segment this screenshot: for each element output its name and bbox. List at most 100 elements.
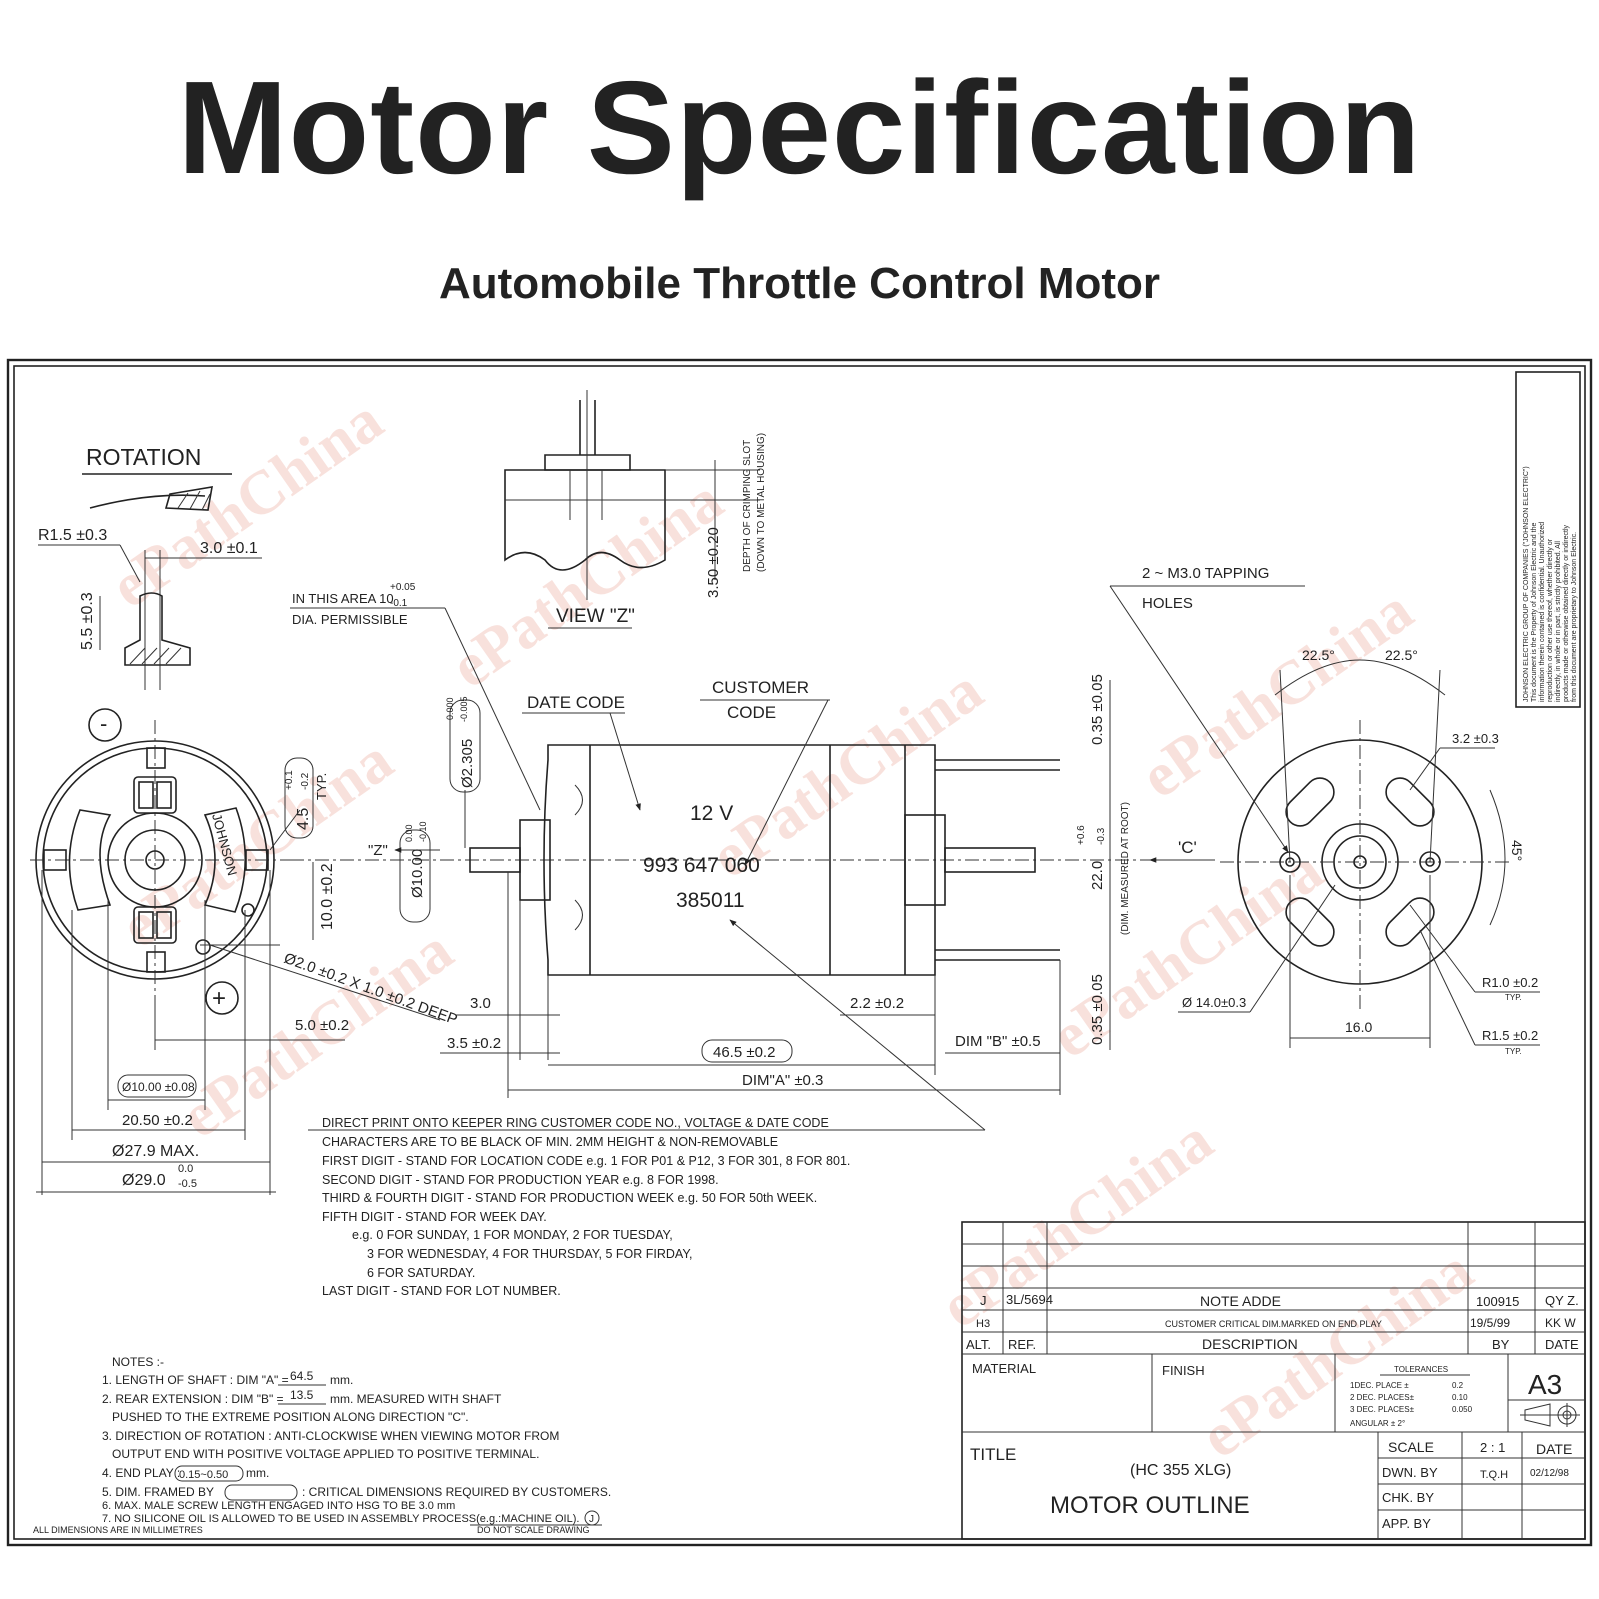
title-block: J 3L/5694 NOTE ADDE 100915 QY Z. H3 CUST… (961, 1221, 1586, 1540)
dim-boss-up: 0.00 (404, 824, 414, 842)
dim-r15: R1.5 ±0.3 (38, 527, 107, 544)
date-code-label: DATE CODE (527, 693, 625, 712)
dim-27-9: Ø27.9 MAX. (112, 1143, 199, 1160)
dim-3-5: 3.5 ±0.2 (447, 1035, 501, 1052)
terminal-minus: - (100, 711, 107, 736)
watermark-text: ePathChina (929, 1106, 1225, 1342)
note-1-value: 64.5 (290, 1369, 314, 1383)
tolerance-2: 2 DEC. PLACES± (1350, 1393, 1415, 1402)
area-note-1: IN THIS AREA 10 (292, 591, 394, 606)
tolerances-title: TOLERANCES (1394, 1365, 1448, 1374)
approved-by-label: APP. BY (1382, 1516, 1431, 1531)
code-note-line: 6 FOR SATURDAY. (367, 1266, 475, 1280)
drawing-frame (6, 358, 1593, 1547)
dim-0-35-bottom: 0.35 ±0.05 (1089, 974, 1106, 1045)
dim-5-5: 5.5 ±0.3 (79, 592, 96, 650)
dim-4-5: 4.5 (295, 808, 312, 830)
dim-root-note: (DIM. MEASURED AT ROOT) (1120, 802, 1131, 935)
code-note-line: SECOND DIGIT - STAND FOR PRODUCTION YEAR… (322, 1173, 719, 1187)
ref-j: 3L/5694 (1006, 1292, 1053, 1307)
dim-angle-45: 45° (1509, 840, 1525, 861)
dim-shaft-dia: Ø2.305 (459, 739, 476, 788)
header-date: DATE (1545, 1337, 1579, 1352)
dim-16-0: 16.0 (1345, 1019, 1372, 1035)
dim-3-50: 3.50 ±0.20 (705, 527, 722, 598)
tolerance-2-value: 0.10 (1452, 1393, 1468, 1402)
dim-r1-0: R1.0 ±0.2 (1482, 975, 1538, 990)
customer-code-label-1: CUSTOMER (712, 678, 809, 697)
desc-j: NOTE ADDE (1200, 1293, 1281, 1309)
general-notes: NOTES :- 1. LENGTH OF SHAFT : DIM "A" = … (33, 1355, 611, 1535)
view-z-label: VIEW "Z" (556, 606, 635, 627)
area-note-up: +0.05 (390, 582, 416, 593)
marking-voltage: 12 V (690, 802, 733, 825)
view-z-detail: 3.50 ±0.20 DEPTH OF CRIMPING SLOT (DOWN … (504, 390, 767, 629)
crimp-note-1: DEPTH OF CRIMPING SLOT (742, 440, 753, 572)
dim-22-0-dn: -0.3 (1096, 827, 1107, 845)
note-2-value: 13.5 (290, 1388, 314, 1402)
dim-typ: TYP. (314, 773, 329, 800)
page-title: Motor Specification (177, 54, 1422, 201)
copyright-line: JOHNSON ELECTRIC GROUP OF COMPANIES ("JO… (1523, 466, 1530, 702)
date-h: KK W (1545, 1316, 1576, 1330)
dim-20-50: 20.50 ±0.2 (122, 1112, 193, 1129)
dim-angle-22-5-left: 22.5° (1302, 647, 1335, 663)
drawn-by-value: T.Q.H (1480, 1469, 1508, 1481)
note-4-value: 0.15~0.50 (179, 1469, 228, 1481)
note-4: 4. END PLAY : (102, 1466, 180, 1480)
copyright-box: JOHNSON ELECTRIC GROUP OF COMPANIES ("JO… (1515, 371, 1581, 708)
marking-lot: 385011 (676, 889, 745, 912)
watermark-text: ePathChina (99, 386, 395, 622)
dim-a: DIM"A" ±0.3 (742, 1072, 823, 1089)
dim-0-35-top: 0.35 ±0.05 (1089, 674, 1106, 745)
copyright-line: information therein contained is confide… (1539, 522, 1546, 702)
dim-29-0: Ø29.0 (122, 1172, 166, 1189)
dim-29-0-up: 0.0 (178, 1163, 193, 1175)
dim-10-0: 10.0 ±0.2 (319, 863, 336, 930)
dim-3-0-side: 3.0 (470, 995, 491, 1012)
dim-46-5: 46.5 ±0.2 (713, 1044, 775, 1061)
code-note-line: 3 FOR WEDNESDAY, 4 FOR THURSDAY, 5 FOR F… (367, 1247, 693, 1261)
note-3b: OUTPUT END WITH POSITIVE VOLTAGE APPLIED… (112, 1447, 539, 1461)
copyright-line: reproduction or other use thereof, wheth… (1547, 538, 1554, 702)
scale-value: 2 : 1 (1480, 1440, 1505, 1455)
dim-dia-14: Ø 14.0±0.3 (1182, 995, 1246, 1010)
code-note-line: FIRST DIGIT - STAND FOR LOCATION CODE e.… (322, 1154, 850, 1168)
tapping-note-2: HOLES (1142, 595, 1193, 612)
marking-code: 993 647 060 (643, 854, 760, 877)
note-6: 6. MAX. MALE SCREW LENGTH ENGAGED INTO H… (102, 1500, 455, 1512)
page-subtitle: Automobile Throttle Control Motor (439, 259, 1160, 308)
dim-4-5-tol-dn: -0.2 (300, 772, 311, 790)
code-note-line: LAST DIGIT - STAND FOR LOT NUMBER. (322, 1284, 561, 1298)
model-number: (HC 355 XLG) (1130, 1462, 1231, 1479)
dim-shaft-up: 0.000 (445, 697, 455, 720)
drawing-name: MOTOR OUTLINE (1050, 1492, 1250, 1519)
note-1-unit: mm. (330, 1373, 353, 1387)
drawing-inner-frame (13, 365, 1586, 1540)
crimp-note-2: (DOWN TO METAL HOUSING) (756, 433, 767, 572)
note-2b: PUSHED TO THE EXTREME POSITION ALONG DIR… (112, 1410, 469, 1424)
dim-3-2: 3.2 ±0.3 (1452, 731, 1499, 746)
scale-label: SCALE (1388, 1439, 1434, 1455)
title-label: TITLE (970, 1445, 1016, 1464)
view-arrow-z: "Z" (368, 842, 388, 859)
dim-b: DIM "B" ±0.5 (955, 1033, 1041, 1050)
date-code-notes: DIRECT PRINT ONTO KEEPER RING CUSTOMER C… (308, 1116, 985, 1298)
dim-5-0: 5.0 ±0.2 (295, 1017, 349, 1034)
notes-title: NOTES :- (112, 1355, 164, 1369)
area-note-2: DIA. PERMISSIBLE (292, 612, 408, 627)
dim-29-0-dn: -0.5 (178, 1178, 197, 1190)
dim-r1-5: R1.5 ±0.2 (1482, 1028, 1538, 1043)
by-h: 19/5/99 (1470, 1316, 1510, 1330)
code-note-line: FIFTH DIGIT - STAND FOR WEEK DAY. (322, 1210, 547, 1224)
tapping-note-1: 2 ~ M3.0 TAPPING (1142, 565, 1269, 582)
code-note-line: CHARACTERS ARE TO BE BLACK OF MIN. 2MM H… (322, 1135, 778, 1149)
code-note-line: e.g. 0 FOR SUNDAY, 1 FOR MONDAY, 2 FOR T… (352, 1228, 673, 1242)
by-j: 100915 (1476, 1294, 1519, 1309)
tolerance-3-value: 0.050 (1452, 1405, 1473, 1414)
header-alt: ALT. (966, 1337, 991, 1352)
dim-3-0: 3.0 ±0.1 (200, 540, 258, 557)
dim-r1-5-typ: TYP. (1505, 1047, 1522, 1056)
checked-by-label: CHK. BY (1382, 1490, 1434, 1505)
